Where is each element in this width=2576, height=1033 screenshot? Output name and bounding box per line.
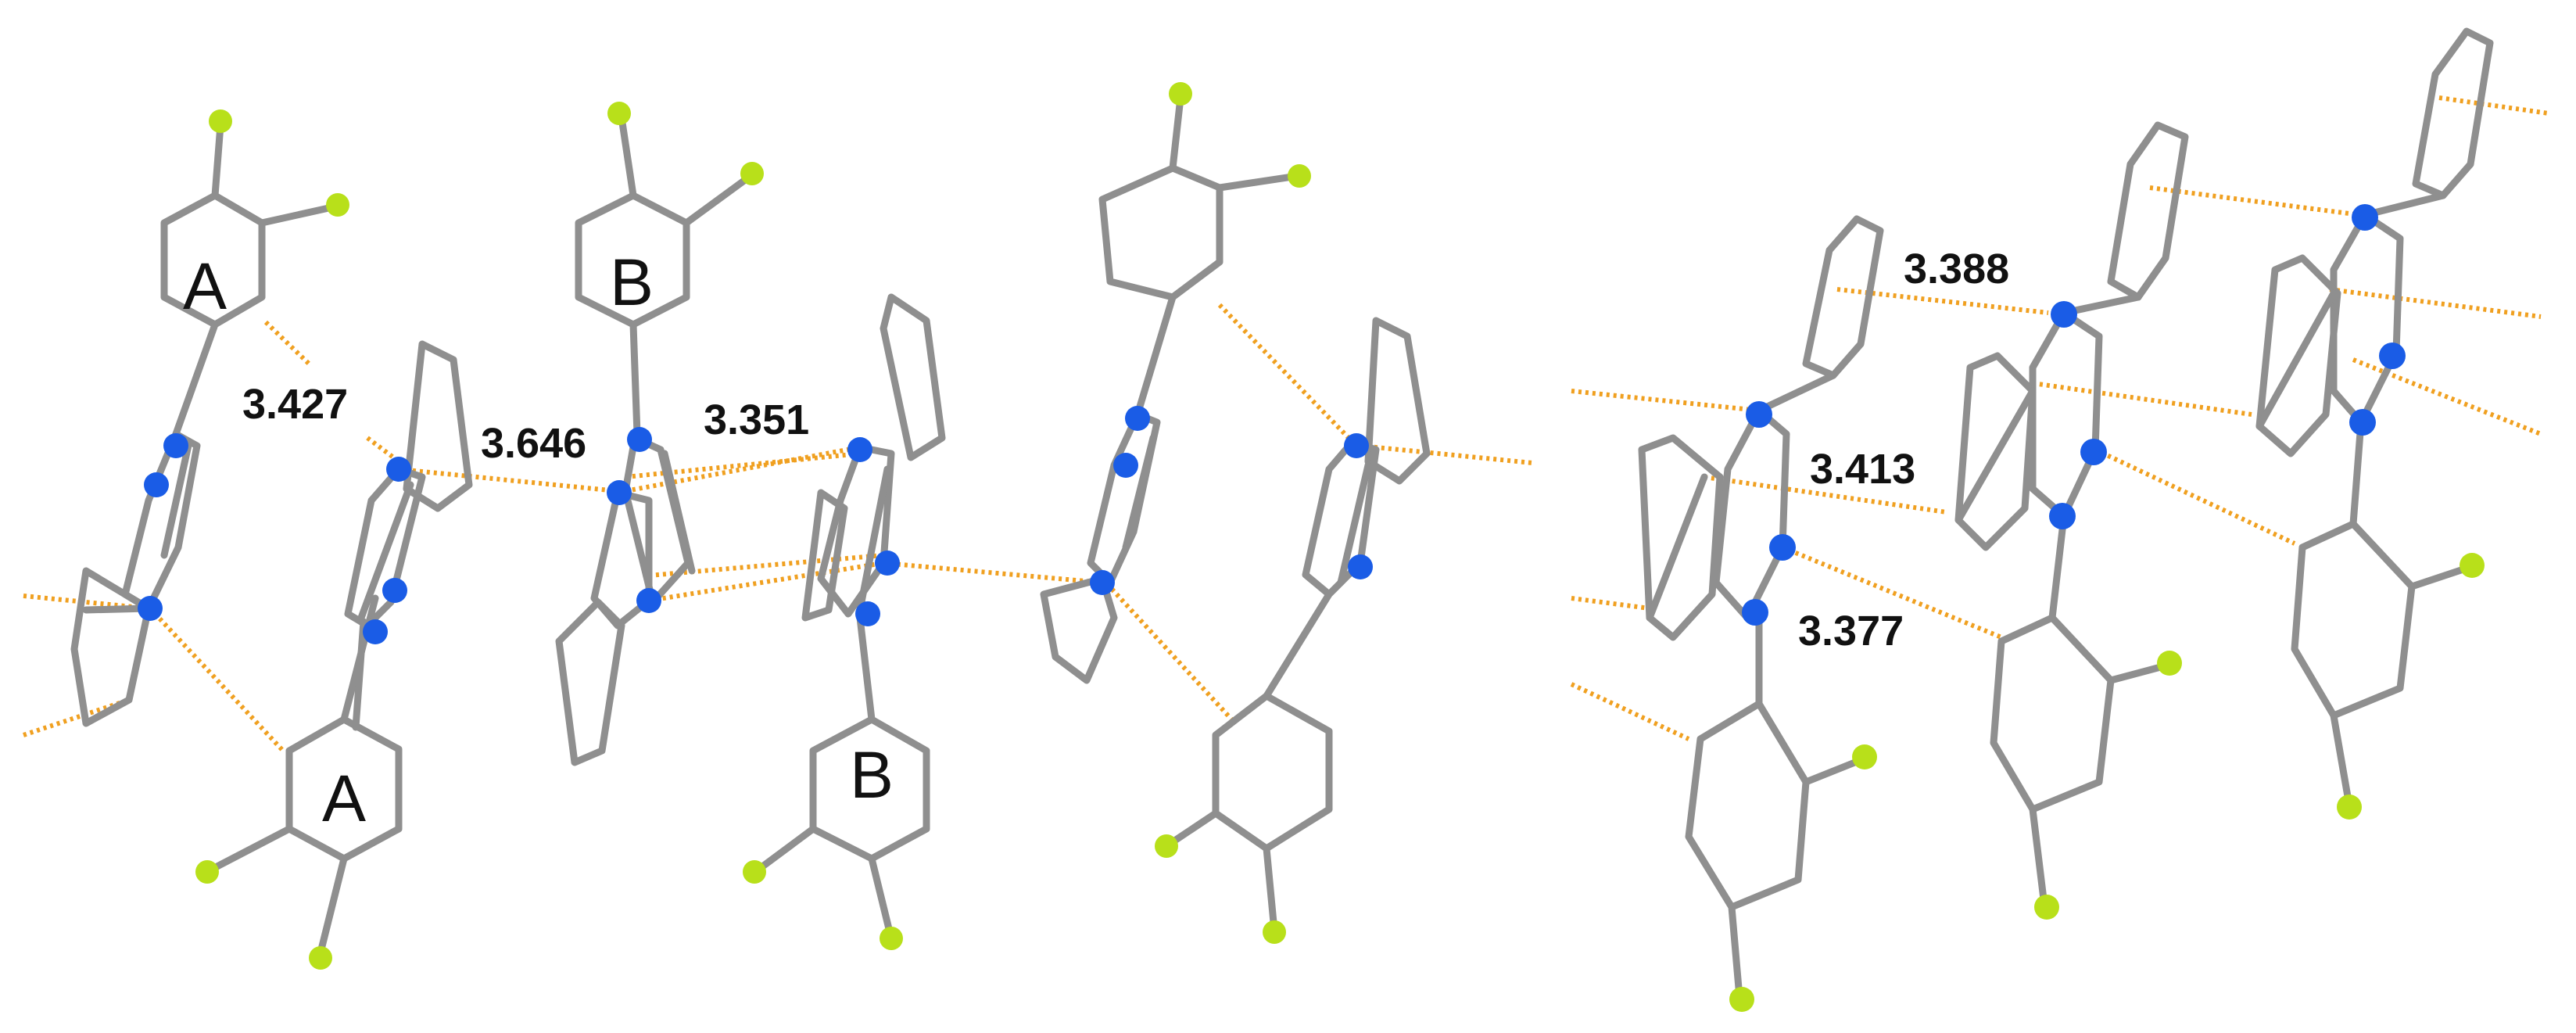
fluorine-atom [2157, 651, 2182, 676]
molecule-6 [1302, 317, 1431, 598]
left-panel: A A B B 3.427 3.646 3.351 [23, 82, 1533, 970]
fluorine-atom [743, 860, 766, 884]
nitrogen-atom [636, 588, 661, 613]
nitrogen-atom [2080, 439, 2107, 465]
fluorine-atom [1852, 744, 1877, 769]
fluorine-atom [209, 109, 232, 133]
fluorine-atom [1263, 920, 1286, 944]
nitrogen-atom [1746, 401, 1772, 428]
distance-label-3377: 3.377 [1798, 608, 1904, 655]
nitrogen-atom [1113, 453, 1138, 478]
ring-label-b-bottom: B [850, 738, 894, 812]
nitrogen-atom [875, 551, 900, 576]
right-fluorine-atoms [1729, 553, 2485, 1012]
right-panel: 3.388 3.413 3.377 [1570, 27, 2549, 1012]
nitrogen-atom [1769, 534, 1796, 561]
nitrogen-atom [382, 578, 407, 603]
nitrogen-atom [2051, 301, 2077, 328]
nitrogen-atom [2049, 503, 2076, 529]
ring-label-a-bottom: A [322, 762, 366, 835]
nitrogen-atom [138, 596, 163, 621]
molecule-4 [754, 293, 946, 942]
left-nitrogen-atoms [138, 406, 1373, 644]
ring-label-b-top: B [610, 246, 654, 319]
nitrogen-atom [1348, 554, 1373, 579]
ring-label-a-top: A [183, 249, 227, 323]
nitrogen-atom [1090, 570, 1115, 595]
left-fluorine-atoms [195, 82, 1311, 970]
fluorine-atom [2034, 895, 2059, 920]
molecule-3 [555, 113, 754, 766]
fluorine-atom [2337, 794, 2362, 820]
distance-label-3388: 3.388 [1904, 246, 2009, 292]
distance-label-3427: 3.427 [242, 381, 348, 428]
nitrogen-atom [607, 480, 632, 505]
fluorine-atom [1155, 834, 1178, 858]
nitrogen-atom [144, 472, 169, 497]
nitrogen-atom [1125, 406, 1150, 431]
nitrogen-atom [1742, 599, 1768, 626]
right-molecule-2 [1954, 121, 2189, 909]
distance-label-3646: 3.646 [481, 420, 586, 467]
nitrogen-atom [627, 427, 652, 452]
fluorine-atom [1169, 82, 1192, 106]
distance-label-3351: 3.351 [704, 396, 809, 443]
fluorine-atom [740, 162, 764, 185]
nitrogen-atom [386, 457, 411, 482]
nitrogen-atom [855, 601, 880, 626]
nitrogen-atom [2349, 409, 2376, 436]
fluorine-atom [326, 193, 349, 217]
nitrogen-atom [363, 619, 388, 644]
molecule-1 [70, 121, 403, 956]
nitrogen-atom [2379, 343, 2406, 369]
fluorine-atom [1729, 987, 1754, 1012]
nitrogen-atom [163, 433, 188, 458]
nitrogen-atom [847, 437, 872, 462]
fluorine-atom [2460, 553, 2485, 578]
fluorine-atom [607, 102, 631, 125]
nitrogen-atom [1344, 433, 1369, 458]
fluorine-atom [880, 927, 903, 950]
fluorine-atom [195, 860, 219, 884]
right-nitrogen-atoms [1742, 204, 2406, 626]
fluorine-atom [1288, 164, 1311, 188]
right-contacts [1570, 95, 2549, 741]
nitrogen-atom [2352, 204, 2378, 231]
distance-label-3413: 3.413 [1810, 446, 1915, 493]
right-molecule-1 [1638, 215, 1884, 1001]
fluorine-atom [309, 946, 332, 970]
